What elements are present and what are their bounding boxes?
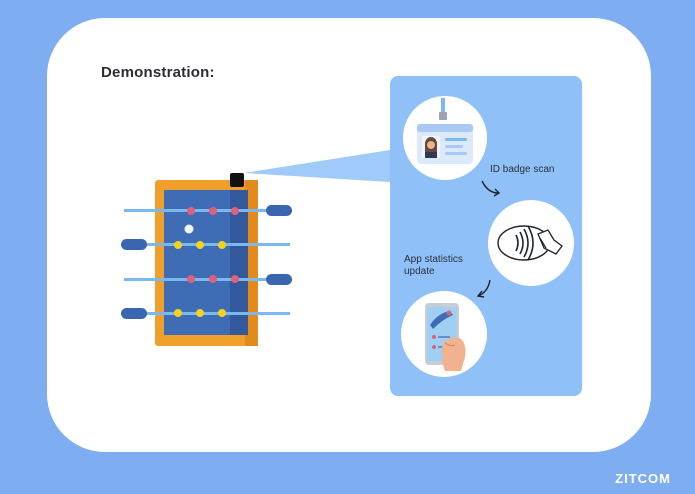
id-badge-icon — [417, 98, 473, 164]
contactless-step — [488, 200, 574, 286]
ball — [184, 224, 194, 234]
sensor-device — [230, 173, 244, 187]
rod-handles — [121, 205, 292, 319]
phone-app-icon — [425, 303, 466, 371]
id-badge-step — [403, 96, 487, 180]
players-red — [187, 207, 239, 283]
brand-logo: ZITCOM — [615, 471, 671, 486]
phone-app-step — [401, 291, 487, 377]
step-label-badge-scan: ID badge scan — [490, 164, 555, 175]
sensor-beam — [244, 150, 390, 182]
rods — [124, 209, 290, 315]
contactless-payment-icon — [497, 225, 563, 261]
page-title: Demonstration: — [101, 64, 215, 81]
players-yellow — [174, 241, 226, 317]
step-label-app-update: App statistics update — [404, 254, 463, 277]
